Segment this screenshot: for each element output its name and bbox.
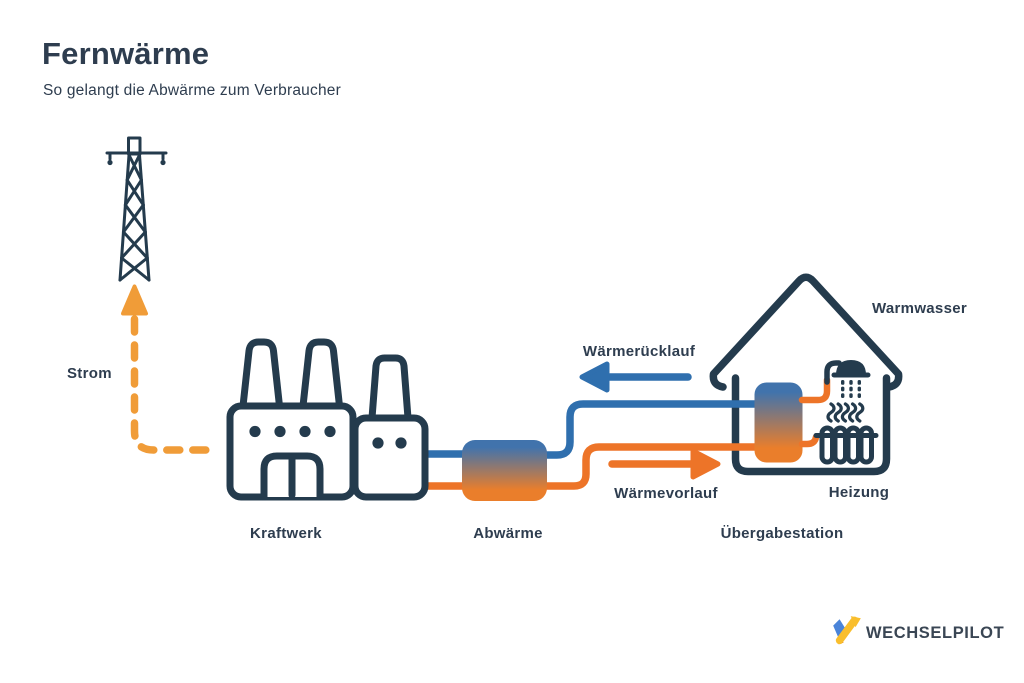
wechselpilot-logo: WECHSELPILOT [830,613,1020,653]
heizung-label: Heizung [828,484,890,501]
transfer-station-icon [754,382,803,463]
strom-arrow [121,284,215,454]
supply-arrow-icon [608,448,721,480]
pipe-orange-supply [545,443,760,490]
return-arrow-icon [579,361,692,393]
pipe-orange-shower [798,376,831,404]
strom-label: Strom [67,365,112,382]
power-pylon-icon [105,136,168,282]
kraftwerk-label: Kraftwerk [250,525,322,542]
page-subtitle: So gelangt die Abwärme zum Verbraucher [43,82,341,99]
shower-icon [824,360,871,398]
page-title: Fernwärme [42,36,210,71]
factory-icon [226,338,429,501]
abwaerme-label: Abwärme [473,525,543,542]
radiator-icon [813,402,879,465]
wechselpilot-check-icon [833,616,861,645]
pipe-orange-radiator [798,433,820,448]
heat-exchanger-icon [462,440,547,501]
pipe-blue-return [545,400,760,459]
waermeruecklauf-label: Wärmerücklauf [582,343,696,360]
house-icon [709,273,903,476]
waermevorlauf-label: Wärmevorlauf [614,485,718,502]
uebergabestation-label: Übergabestation [720,525,844,542]
warmwasser-label: Warmwasser [872,300,967,317]
wechselpilot-logo-text: WECHSELPILOT [866,624,1005,642]
